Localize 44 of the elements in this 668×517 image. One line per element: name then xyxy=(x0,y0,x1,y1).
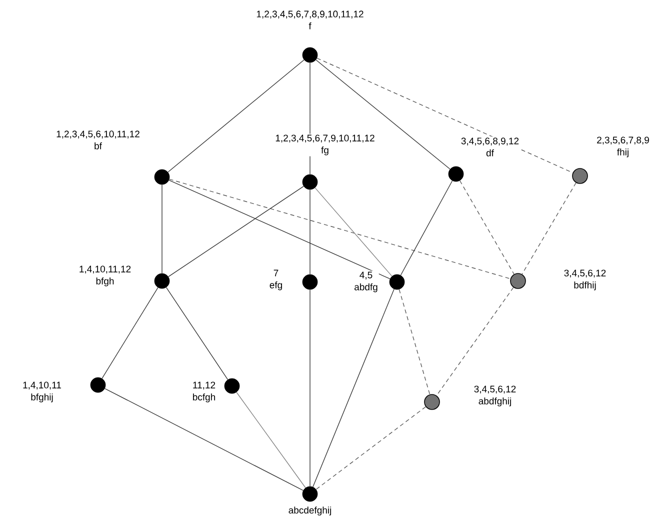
connector-line xyxy=(522,182,576,275)
node-label: 1,2,3,4,5,6,7,8,9,10,11,12 f xyxy=(255,10,365,30)
node-label: 11,12 bcfgh xyxy=(191,380,217,404)
lattice-node xyxy=(448,166,464,182)
connector-line xyxy=(316,58,574,174)
connector-line xyxy=(102,287,158,379)
connector-line xyxy=(460,180,514,275)
connector-line xyxy=(236,392,306,488)
node-label: 3,4,5,6,12 bdfhij xyxy=(562,268,608,292)
node-label: 4,5 abdfg xyxy=(353,270,379,294)
connector-line xyxy=(314,187,392,277)
lattice-node xyxy=(572,168,588,184)
connector-line xyxy=(398,289,430,395)
node-label: 1,4,10,11,12 bfgh xyxy=(78,264,132,288)
connector-line xyxy=(436,287,514,396)
connector-line xyxy=(168,186,304,278)
lattice-node xyxy=(424,394,440,410)
node-label: 1,2,3,4,5,6,7,9,10,11,12 fg xyxy=(274,134,376,156)
lattice-node xyxy=(302,274,318,290)
lattice-node xyxy=(510,273,526,289)
lattice-node xyxy=(302,47,318,63)
lattice-node xyxy=(154,273,170,289)
lattice-node xyxy=(90,377,106,393)
connector-line xyxy=(316,406,426,490)
lattice-node xyxy=(302,486,318,502)
node-label: 7 efg xyxy=(268,268,284,292)
node-label: 1,4,10,11 bfghij xyxy=(22,380,62,404)
node-label: 3,4,5,6,8,9,12 df xyxy=(460,136,520,158)
connector-line xyxy=(168,60,304,172)
connector-line xyxy=(166,287,228,380)
lattice-node xyxy=(224,378,240,394)
lattice-node xyxy=(154,169,170,185)
lattice-node xyxy=(302,174,318,190)
connector-line xyxy=(168,180,390,280)
node-label: 1,2,3,4,5,6,10,11,12 bf xyxy=(55,130,141,150)
node-label: 2,3,5,6,7,8,9 fhij xyxy=(596,136,650,158)
lattice-node xyxy=(389,274,405,290)
connector-line xyxy=(312,288,394,488)
node-label: 3,4,5,6,12 abdfghij xyxy=(472,384,518,408)
connector-line xyxy=(400,180,453,276)
node-label: abcdefghij xyxy=(287,506,333,516)
connector-line xyxy=(169,178,511,280)
connector-line xyxy=(316,60,450,170)
connector-line xyxy=(104,388,304,491)
